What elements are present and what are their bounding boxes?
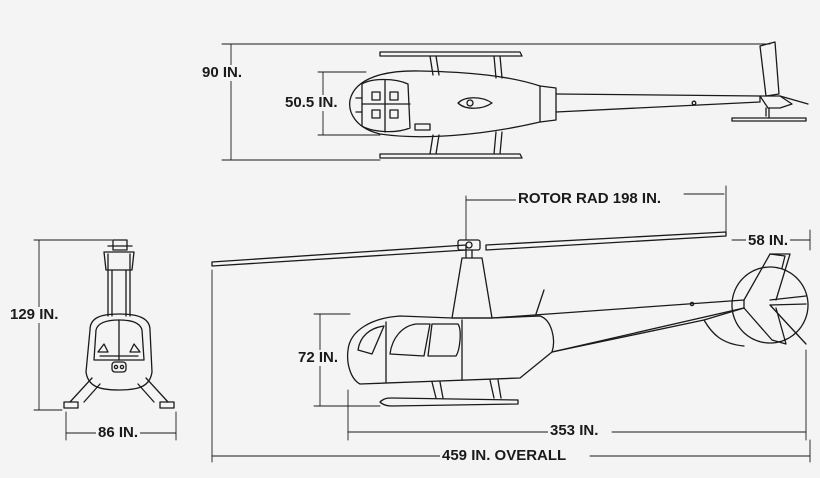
overall-length-label: 459 IN. OVERALL [440,447,569,464]
side-view-dimensions [211,185,811,463]
top-view [349,41,809,159]
cabin-height-label: 72 IN. [296,349,341,366]
rotor-radius-label: ROTOR RAD 198 IN. [516,190,664,207]
top-view-dimensions [221,43,771,161]
front-view [63,239,175,409]
side-view [211,231,809,407]
top-width-label: 90 IN. [200,64,245,81]
tail-rotor-label: 58 IN. [746,232,791,249]
front-view-dimensions [33,239,177,441]
top-fuselage-width-label: 50.5 IN. [283,94,340,111]
height-overall-label: 129 IN. [8,306,61,323]
skid-width-label: 86 IN. [96,424,141,441]
fuselage-length-label: 353 IN. [548,422,601,439]
